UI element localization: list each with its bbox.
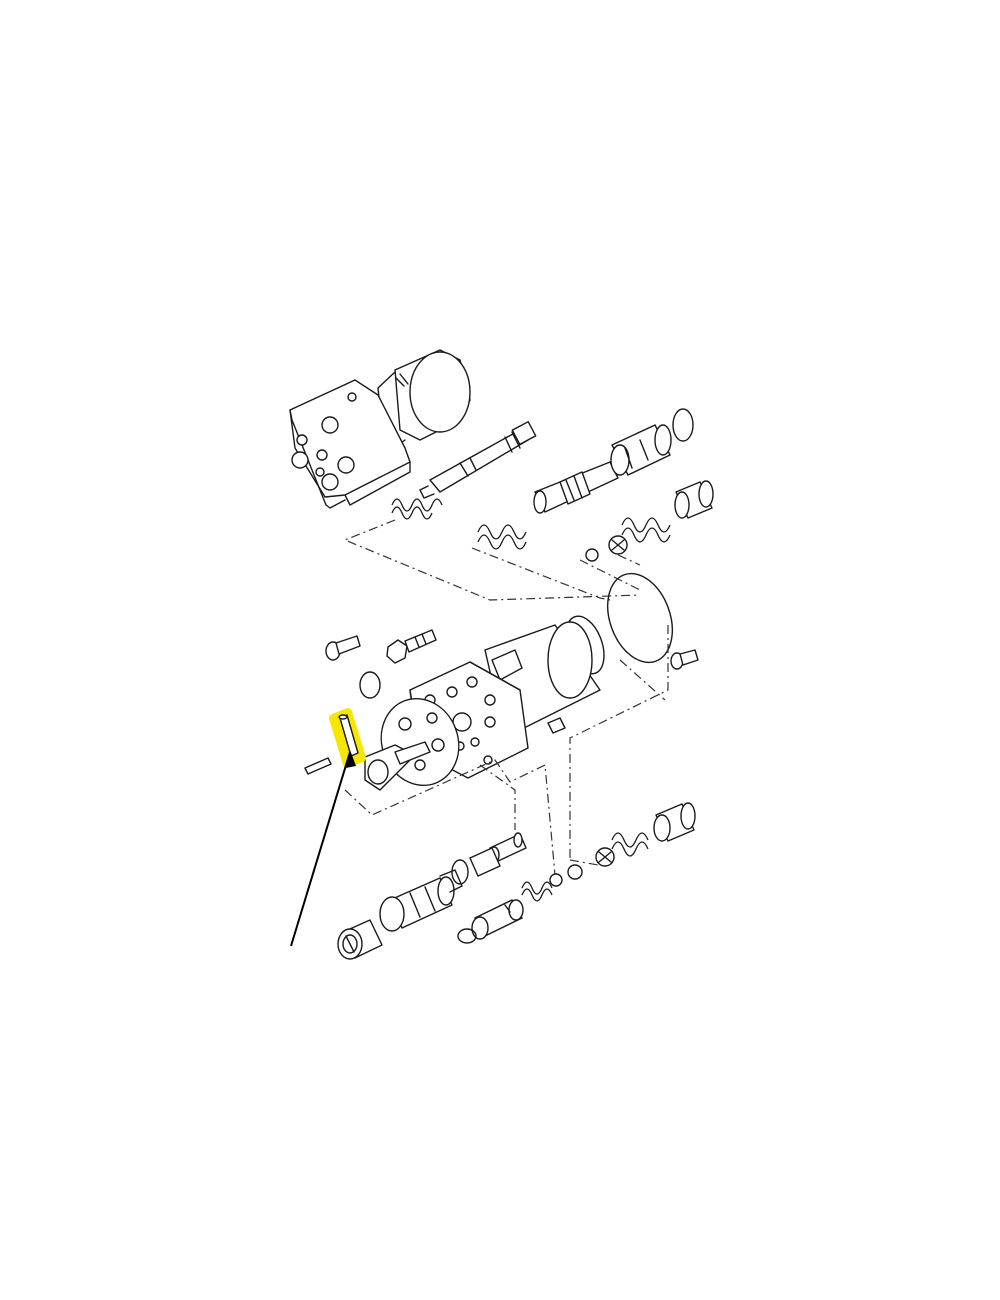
lower-plug-right <box>653 802 696 842</box>
housing-screw <box>670 649 699 670</box>
drive-coupling <box>364 741 431 791</box>
lower-leader-path-2 <box>619 659 666 701</box>
hex-bolt <box>386 629 437 664</box>
lower-ball-mid <box>549 873 563 887</box>
lower-ball-right <box>567 864 583 880</box>
lower-leader-path-5 <box>569 859 599 866</box>
lower-piston <box>471 899 524 940</box>
lower-spring-mid <box>521 881 553 902</box>
cap-bolt-small <box>325 635 361 661</box>
lower-plunger <box>469 832 527 877</box>
large-o-ring <box>607 572 673 664</box>
lower-spool-sleeve <box>379 869 463 932</box>
lower-leader-path-1 <box>569 625 669 860</box>
upper-spring-right <box>621 517 671 543</box>
lower-o-ring-small <box>451 859 469 885</box>
upper-o-ring <box>672 408 694 442</box>
spool-shaft <box>419 421 537 499</box>
upper-sleeve <box>610 424 672 476</box>
upper-plug <box>674 480 714 519</box>
upper-ball <box>585 548 599 562</box>
lower-end-cap <box>337 919 383 960</box>
loose-pin <box>304 757 332 775</box>
upper-piston <box>533 461 619 514</box>
upper-spring-left <box>391 498 443 520</box>
lower-leader-path-3 <box>344 759 556 876</box>
upper-steering-unit <box>289 349 471 509</box>
upper-leader-path-1 <box>343 519 641 601</box>
small-o-ring <box>359 671 381 699</box>
small-pin <box>547 717 566 734</box>
roll-pin-highlighted[interactable] <box>329 708 366 768</box>
lower-retainer-right <box>595 847 615 867</box>
upper-spring-mid <box>477 524 527 550</box>
upper-leader-path-3 <box>579 554 641 591</box>
lower-o-ring-bottom <box>457 928 477 944</box>
lower-spring-right <box>611 832 649 857</box>
lower-leader-path-4 <box>479 764 516 830</box>
pointer-arrow <box>290 750 356 947</box>
upper-retainer <box>608 535 628 555</box>
upper-leader-path-2 <box>471 547 611 601</box>
